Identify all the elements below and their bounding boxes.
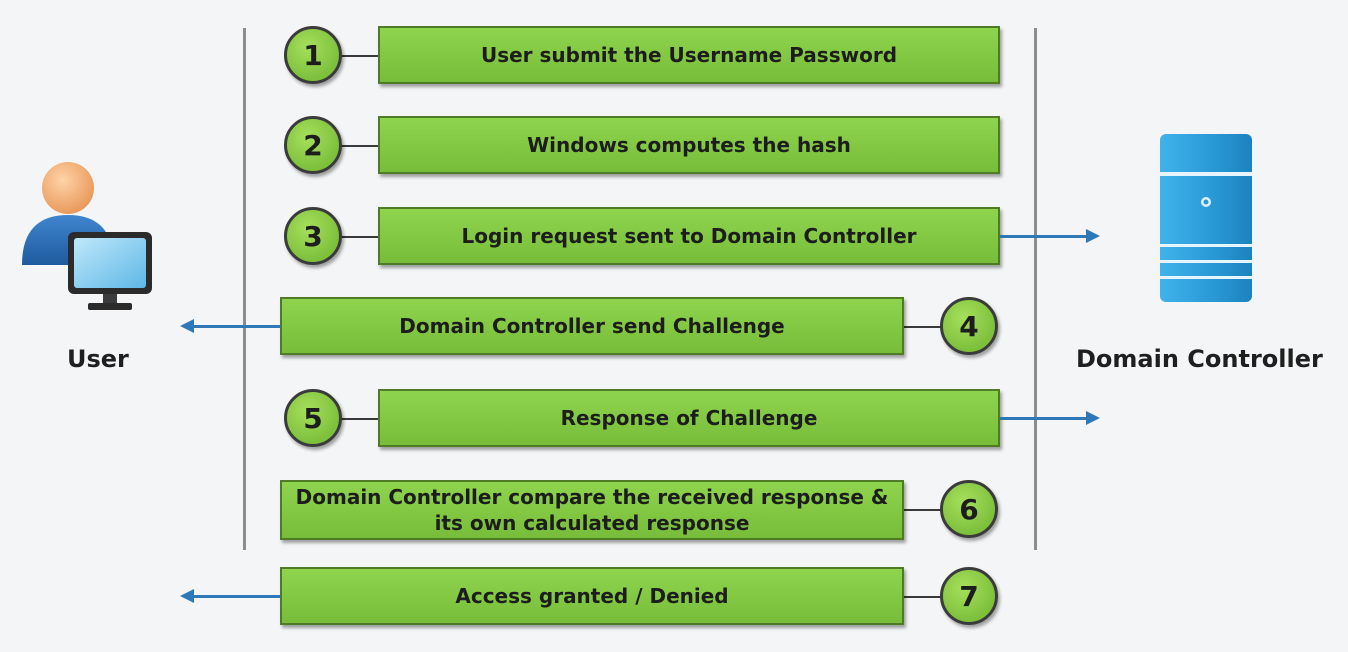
step-1-number: 1 xyxy=(284,26,342,84)
step-2-number: 2 xyxy=(284,116,342,174)
user-label: User xyxy=(67,345,129,373)
step-7-number: 7 xyxy=(940,567,998,625)
step-7-connector xyxy=(902,596,942,598)
step-5-number: 5 xyxy=(284,389,342,447)
step-4-arrow-to-user xyxy=(180,319,280,333)
step-2-connector xyxy=(340,145,380,147)
step-2-box: Windows computes the hash xyxy=(378,116,1000,174)
step-5-connector xyxy=(340,418,380,420)
step-7-arrow-to-user xyxy=(180,589,280,603)
step-4-connector xyxy=(902,326,942,328)
dc-side-divider xyxy=(1034,28,1037,550)
user-side-divider xyxy=(243,28,246,550)
step-1-box: User submit the Username Password xyxy=(378,26,1000,84)
step-6-number: 6 xyxy=(940,480,998,538)
step-3-connector xyxy=(340,236,380,238)
step-3-number: 3 xyxy=(284,207,342,265)
domain-controller-label: Domain Controller xyxy=(1076,345,1323,373)
step-3-box: Login request sent to Domain Controller xyxy=(378,207,1000,265)
step-3-arrow-to-dc xyxy=(1000,229,1100,243)
server-icon xyxy=(1160,134,1252,302)
step-1-connector xyxy=(340,55,380,57)
user-with-computer-icon xyxy=(22,162,152,310)
step-6-connector xyxy=(902,509,942,511)
step-7-box: Access granted / Denied xyxy=(280,567,904,625)
step-4-box: Domain Controller send Challenge xyxy=(280,297,904,355)
step-5-arrow-to-dc xyxy=(1000,411,1100,425)
step-5-box: Response of Challenge xyxy=(378,389,1000,447)
step-6-box: Domain Controller compare the received r… xyxy=(280,480,904,540)
step-4-number: 4 xyxy=(940,297,998,355)
